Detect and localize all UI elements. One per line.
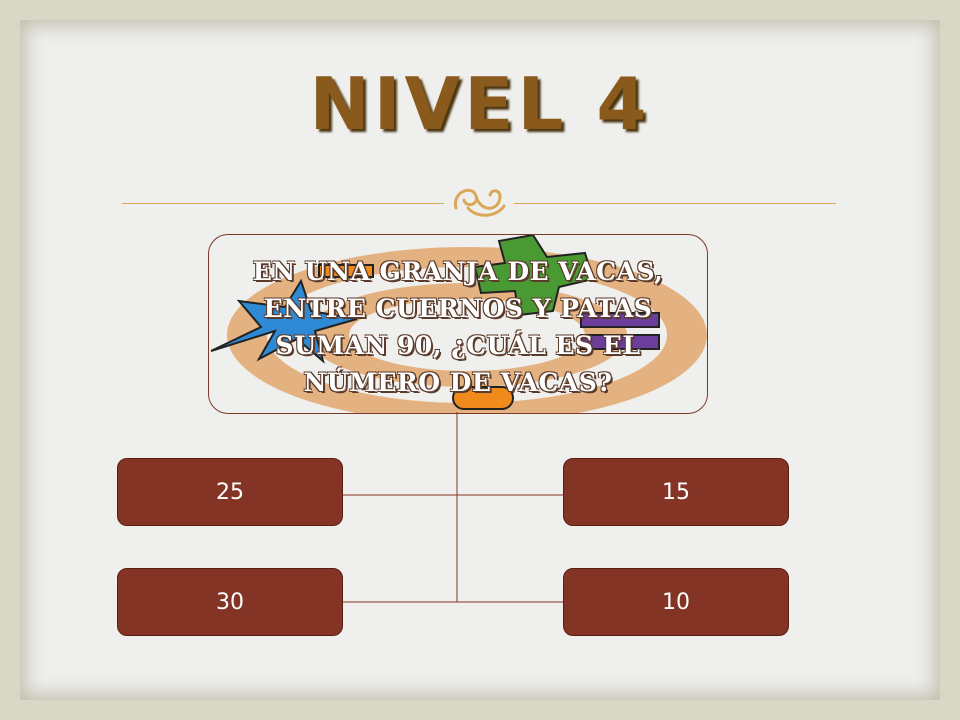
math-symbols-illustration — [210, 235, 707, 413]
answer-option-2[interactable]: 15 — [563, 458, 789, 526]
answer-option-1[interactable]: 25 — [117, 458, 343, 526]
answer-option-3[interactable]: 30 — [117, 568, 343, 636]
question-text: EN UNA GRANJA DE VACAS, ENTRE CUERNOS Y … — [252, 257, 664, 397]
scroll-ornament-icon — [454, 188, 506, 217]
page-title: NIVEL 4 — [309, 62, 651, 146]
divider-left — [122, 203, 444, 204]
divider-right — [514, 203, 836, 204]
question-box: EN UNA GRANJA DE VACAS, ENTRE CUERNOS Y … — [208, 234, 708, 414]
answer-option-4[interactable]: 10 — [563, 568, 789, 636]
